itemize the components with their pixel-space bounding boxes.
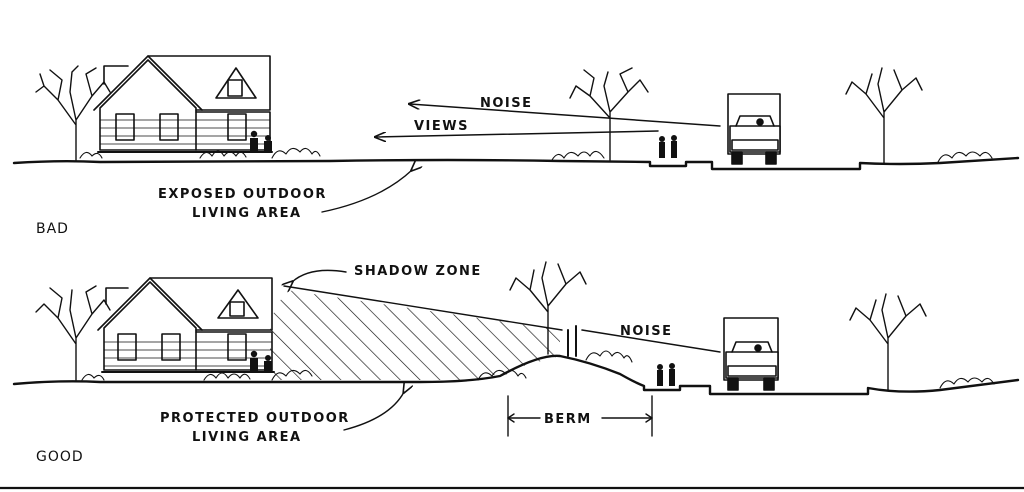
berm-post bbox=[567, 325, 577, 357]
good-house-people bbox=[250, 350, 272, 373]
good-right-tree bbox=[849, 293, 927, 391]
good-ground-line bbox=[12, 354, 1020, 396]
good-pedestrians bbox=[657, 363, 675, 386]
berm-shrubs bbox=[477, 350, 633, 381]
bad-area-pointer bbox=[321, 170, 412, 213]
bad-area-label-line1: EXPOSED OUTDOOR bbox=[158, 187, 327, 202]
good-area-label-line2: LIVING AREA bbox=[192, 430, 302, 445]
bad-scene: NOISE VIEWS EXPOSED OUTDOOR LIVING AREA … bbox=[12, 55, 1020, 237]
bad-right-shrub bbox=[937, 151, 993, 163]
berm-tree bbox=[509, 261, 587, 355]
good-noise-label: NOISE bbox=[620, 324, 673, 339]
shadow-zone-pointer bbox=[292, 269, 347, 282]
berm-label: BERM bbox=[544, 412, 592, 427]
bad-center-tree bbox=[569, 67, 649, 161]
bad-house-people bbox=[250, 130, 272, 153]
bad-ground-line bbox=[12, 156, 1020, 171]
bad-noise-label: NOISE bbox=[480, 96, 533, 111]
good-right-shrub bbox=[939, 377, 995, 389]
berm-dimension bbox=[507, 395, 653, 437]
bad-area-label-line2: LIVING AREA bbox=[192, 206, 302, 221]
bad-pedestrians bbox=[659, 135, 677, 158]
bad-truck bbox=[727, 93, 781, 165]
good-caption: GOOD bbox=[36, 449, 84, 465]
shadow-line bbox=[283, 285, 563, 331]
good-truck bbox=[723, 317, 779, 391]
shadow-zone bbox=[270, 290, 560, 380]
good-house bbox=[97, 277, 275, 373]
bad-caption: BAD bbox=[36, 221, 69, 237]
bad-house-shrubs bbox=[79, 147, 321, 159]
good-area-pointer bbox=[343, 392, 404, 431]
shadow-zone-label: SHADOW ZONE bbox=[354, 264, 482, 279]
good-left-tree bbox=[35, 285, 111, 381]
good-noise-line bbox=[581, 329, 721, 353]
bad-views-arrow bbox=[376, 130, 659, 137]
bad-left-tree bbox=[35, 65, 111, 161]
bad-house bbox=[93, 55, 273, 153]
good-area-label-line1: PROTECTED OUTDOOR bbox=[160, 411, 350, 426]
good-house-shrubs bbox=[81, 369, 313, 381]
bad-right-tree bbox=[845, 67, 923, 165]
bad-views-label: VIEWS bbox=[414, 119, 469, 134]
good-scene: SHADOW ZONE NOISE BERM PROTECTED OUTDOOR… bbox=[12, 261, 1020, 465]
bad-center-shrub bbox=[551, 150, 605, 161]
bad-noise-arrow bbox=[410, 104, 721, 127]
